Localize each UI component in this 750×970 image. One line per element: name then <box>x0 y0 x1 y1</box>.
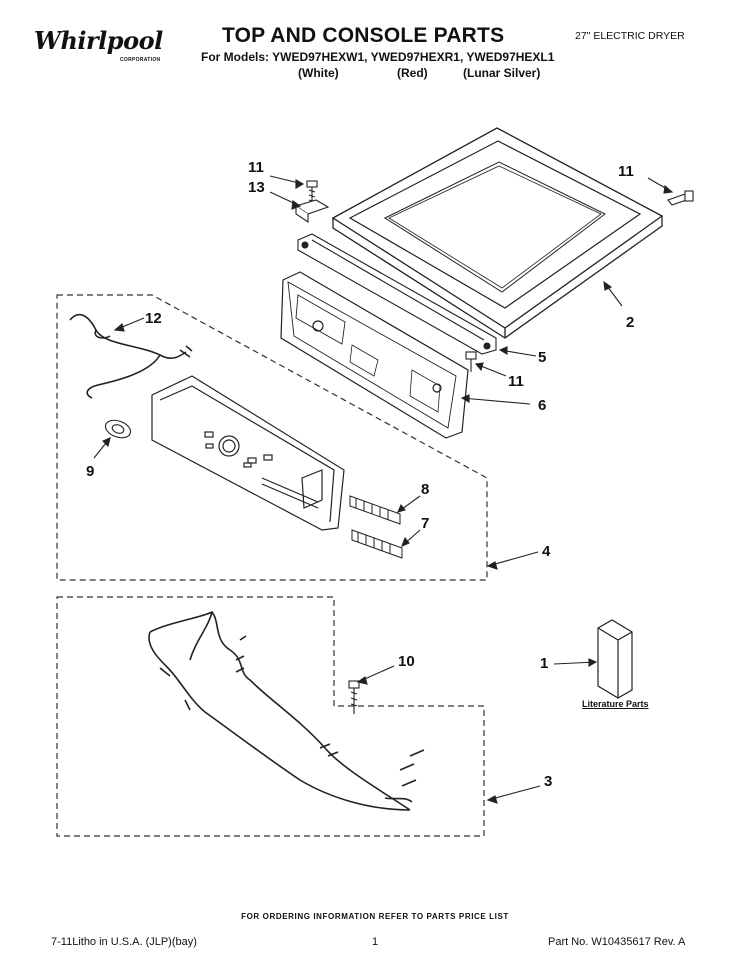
main-harness-outline <box>56 596 485 837</box>
variant-lunar-silver: (Lunar Silver) <box>463 66 541 80</box>
callout-6: 6 <box>538 397 546 414</box>
callout-11-top-right: 11 <box>618 163 634 180</box>
product-type: 27" ELECTRIC DRYER <box>575 30 685 42</box>
screw-console <box>465 351 477 372</box>
console-harness <box>69 313 193 399</box>
mounting-clip <box>294 199 330 224</box>
ribbon-cable-7 <box>351 529 403 559</box>
leader-lines <box>93 175 674 804</box>
whirlpool-logo: Whirlpool <box>34 26 163 55</box>
model-list: For Models: YWED97HEXW1, YWED97HEXR1, YW… <box>201 50 555 64</box>
litho-info: 7-11Litho in U.S.A. (JLP)(bay) <box>51 936 197 948</box>
literature-parts-label: Literature Parts <box>582 699 649 709</box>
screw-top-right <box>667 190 694 206</box>
control-knob <box>104 419 132 439</box>
top-panel <box>331 127 664 339</box>
callout-10: 10 <box>398 653 415 670</box>
callout-2: 2 <box>626 314 634 331</box>
callout-9: 9 <box>86 463 94 480</box>
callout-4: 4 <box>542 543 551 560</box>
console-bracket <box>297 233 497 355</box>
ordering-note: FOR ORDERING INFORMATION REFER TO PARTS … <box>241 912 509 921</box>
literature-booklet <box>597 619 633 699</box>
callout-11-console: 11 <box>508 373 524 390</box>
page-title: TOP AND CONSOLE PARTS <box>222 24 505 47</box>
callout-11-top-left: 11 <box>248 159 264 176</box>
variant-white: (White) <box>298 66 339 80</box>
callout-3: 3 <box>544 773 552 790</box>
callout-1: 1 <box>540 655 548 672</box>
console-panel <box>151 375 345 531</box>
callout-12: 12 <box>145 310 162 327</box>
callout-8: 8 <box>421 481 429 498</box>
variant-red: (Red) <box>397 66 428 80</box>
main-wire-harness <box>148 610 425 811</box>
ribbon-cable-8 <box>349 495 401 525</box>
callout-7: 7 <box>421 515 429 532</box>
page-number: 1 <box>372 936 379 948</box>
part-number: Part No. W10435617 Rev. A <box>548 936 686 948</box>
callout-5: 5 <box>538 349 546 366</box>
console-backing <box>280 271 469 439</box>
ground-screw <box>348 680 360 714</box>
callout-13: 13 <box>248 179 265 196</box>
logo-subtitle: CORPORATION <box>120 57 161 63</box>
